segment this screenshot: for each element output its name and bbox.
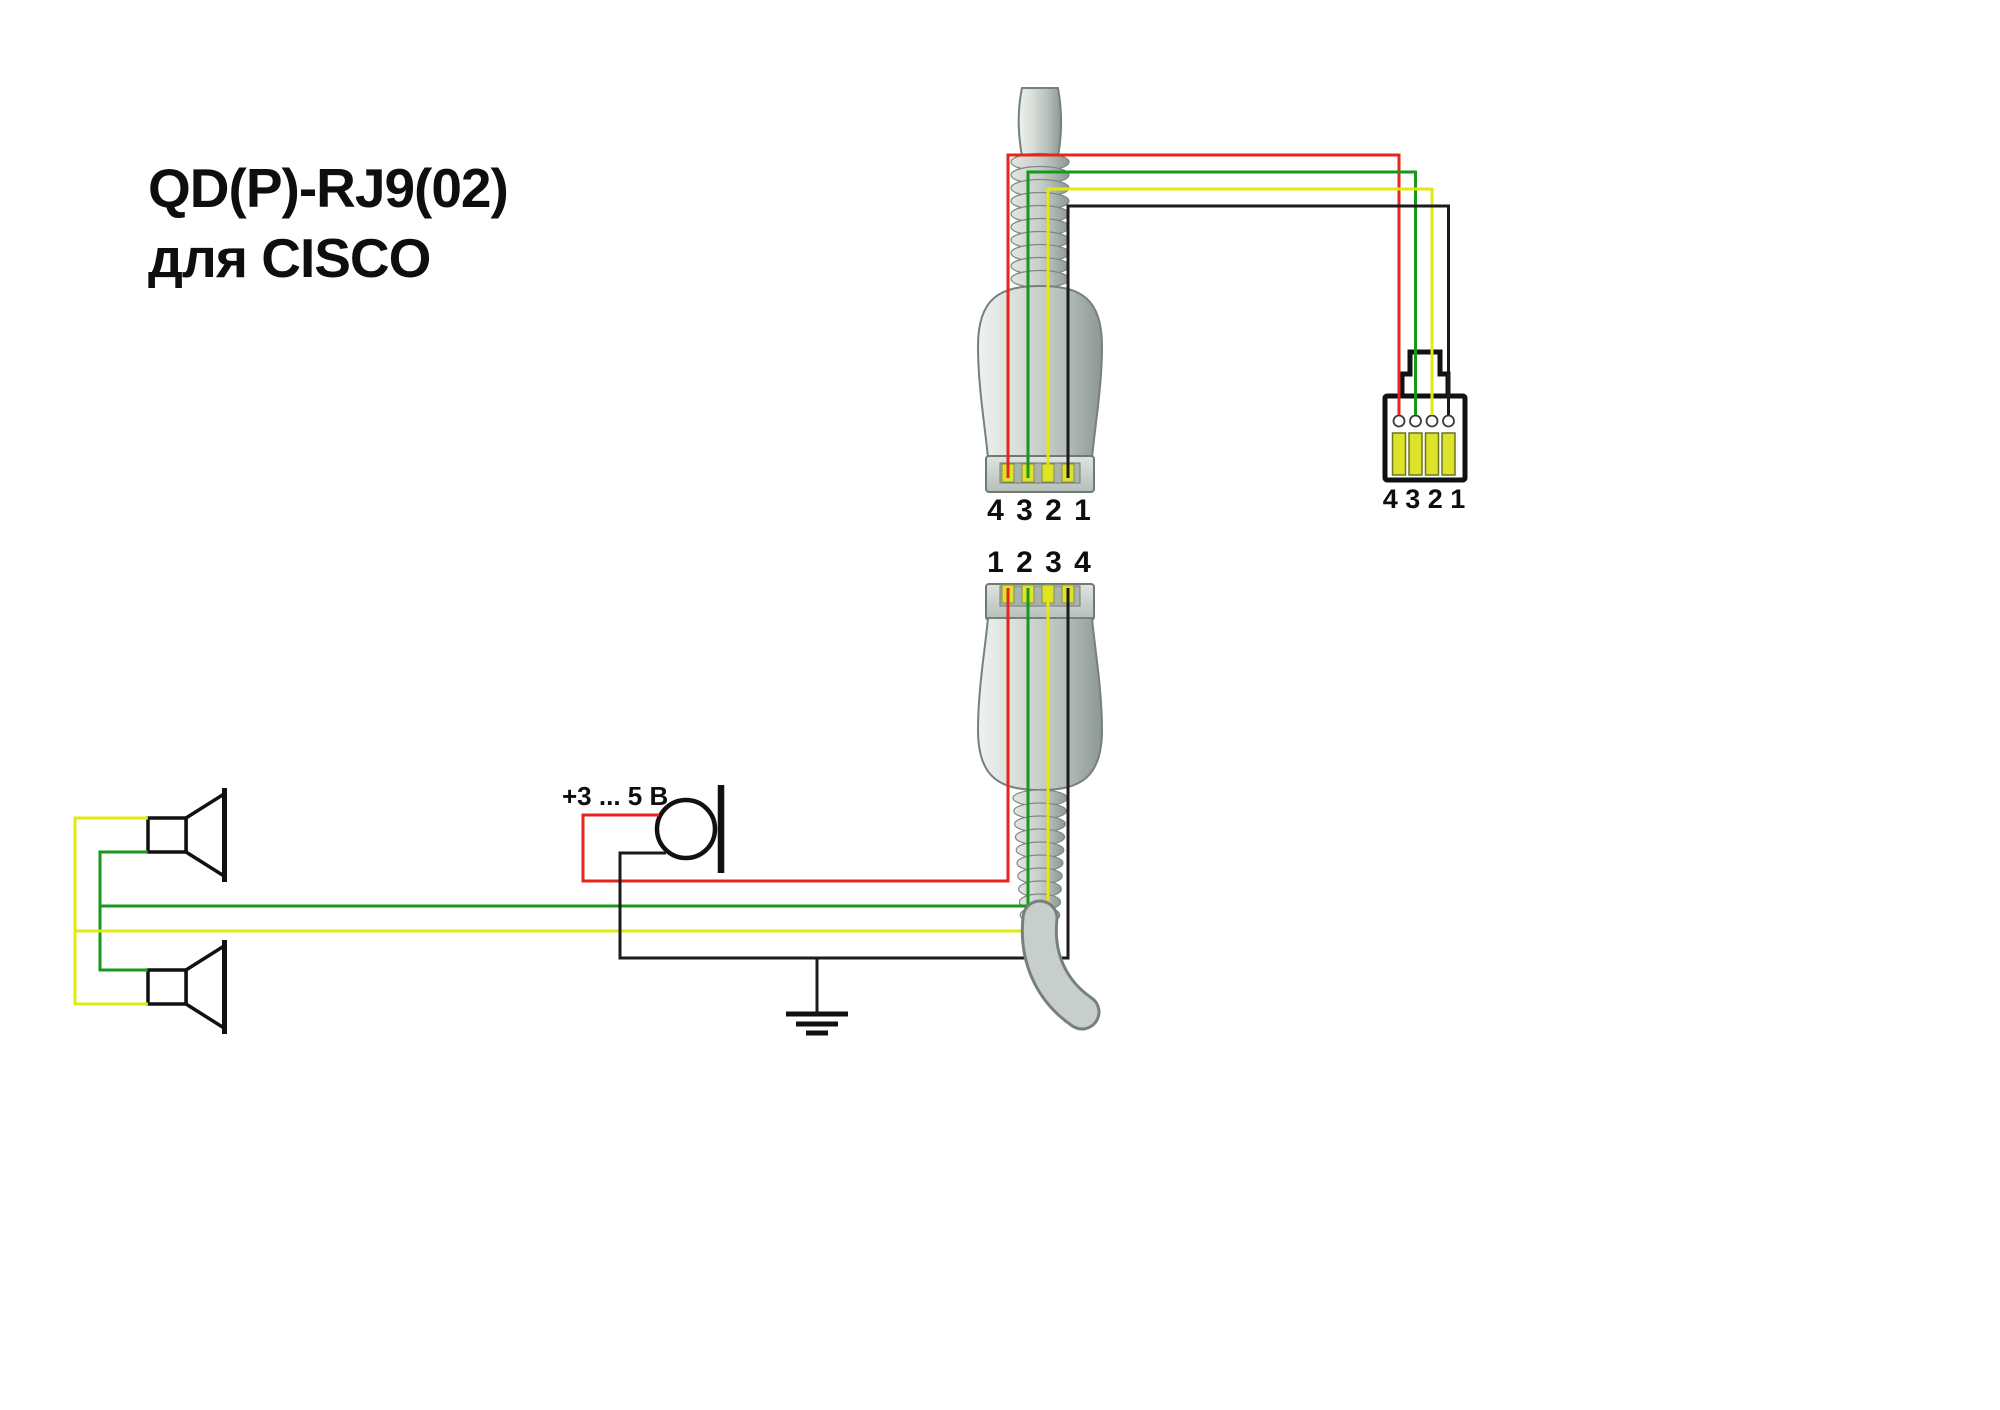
cable-fill: [1023, 902, 1098, 1028]
title-line-1: QD(P)-RJ9(02): [148, 157, 508, 219]
top-qd-contact-slot: [999, 462, 1081, 484]
wire-black-qd-to-rj9: [1066, 204, 1450, 478]
title-line-2: для CISCO: [148, 227, 430, 289]
mic-voltage-label: +3 ... 5 В: [562, 781, 668, 811]
rj9-contact: [1391, 432, 1407, 476]
speaker-driver: [146, 968, 188, 1006]
mid-qd-contact-slot: [999, 585, 1081, 607]
rj9-contact: [1424, 432, 1440, 476]
wire-green-qd-to-rj9: [1026, 170, 1417, 478]
mid-qd-cable: [1020, 899, 1101, 1031]
speaker-driver: [146, 816, 188, 854]
top-cable: [1017, 87, 1062, 157]
wire-red-qd-to-mic: [581, 588, 1010, 883]
rj9-pin-hole: [1409, 414, 1422, 428]
rj9-contact: [1408, 432, 1423, 476]
rj9-contact: [1441, 432, 1456, 476]
microphone: +3 ... 5 В: [562, 781, 725, 873]
wire-yellow-qd-to-rj9: [1046, 187, 1434, 478]
wire-yellow-speaker-bus: [73, 816, 148, 1006]
rj9-clip: [1399, 349, 1451, 401]
speaker-2: [146, 940, 227, 1034]
mid-qd-pin-labels: 1 2 3 4: [987, 546, 1093, 579]
top-qd-boot: [976, 284, 1104, 459]
mid-qd-boot: [976, 617, 1104, 792]
speaker-1: [146, 788, 227, 882]
diagram-title: QD(P)-RJ9(02) для CISCO: [148, 157, 509, 289]
rj9-connector: 4 3 2 1: [1382, 349, 1468, 514]
microphone-body: [654, 797, 718, 861]
rib: [1010, 269, 1070, 289]
wire-green-speaker-bus: [98, 850, 148, 972]
rj9-pin-hole: [1425, 414, 1439, 428]
rj9-pin-hole: [1392, 414, 1406, 428]
wire-black-qd-to-mic: [618, 588, 1070, 960]
wire-red-qd-to-rj9: [1006, 153, 1401, 478]
rj9-pin-labels: 4 3 2 1: [1383, 484, 1466, 514]
top-qd-pin-labels: 4 3 2 1: [987, 494, 1093, 527]
top-strain-relief: [1010, 152, 1070, 289]
rj9-pin-hole: [1442, 414, 1455, 428]
